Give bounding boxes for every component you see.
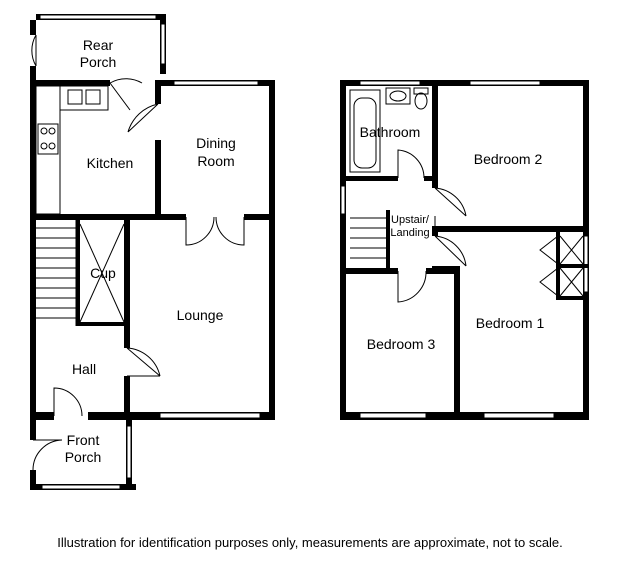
wall [30, 420, 36, 440]
wall [432, 232, 438, 236]
wall [340, 412, 589, 420]
wall [124, 220, 130, 326]
room-label-hall: Hall [72, 361, 96, 377]
window [359, 80, 421, 86]
door-swing [31, 34, 37, 67]
bath [349, 89, 381, 173]
wardrobe-cross [559, 267, 584, 297]
toilet [414, 92, 428, 110]
door-swing [215, 216, 245, 246]
window [39, 14, 157, 20]
stairs [36, 220, 77, 326]
wall [30, 80, 110, 86]
wall [155, 86, 161, 104]
room-label-landing: Upstair/ [391, 214, 430, 226]
room-label-landing: Landing [390, 227, 429, 239]
room-label-dining-room: Room [197, 153, 234, 169]
window [126, 425, 132, 479]
window [340, 185, 346, 215]
toilet [413, 87, 429, 95]
wall [88, 412, 126, 420]
disclaimer-text: Illustration for identification purposes… [57, 535, 563, 550]
window [469, 80, 541, 86]
door-swing [397, 270, 427, 303]
wall [36, 214, 186, 220]
wall [346, 176, 398, 181]
room-label-rear-porch: Rear [83, 37, 114, 53]
wall [30, 20, 36, 35]
bath [353, 97, 377, 169]
window [159, 412, 261, 419]
window [359, 412, 427, 419]
window [483, 412, 555, 419]
kitchen-worktop [59, 85, 109, 111]
wall [432, 178, 438, 188]
wall [76, 322, 130, 326]
wall [432, 86, 438, 178]
room-label-kitchen: Kitchen [87, 155, 134, 171]
kitchen-worktop [35, 85, 61, 215]
hob [37, 123, 59, 155]
room-label-cupboard: Cup [90, 265, 116, 281]
door-swing [126, 347, 161, 377]
hob-ring [40, 127, 48, 135]
first-floor: Bathroom Bedroom 2 Upstair/ Landing Bedr… [340, 80, 589, 420]
wall [340, 80, 346, 420]
cupboard-cross [79, 223, 125, 323]
wall [556, 296, 589, 300]
wall [454, 266, 460, 412]
wall [124, 376, 130, 412]
room-label-front-porch: Porch [65, 449, 102, 465]
door-swing [397, 149, 425, 179]
wall [432, 226, 589, 232]
ground-floor: Rear Porch Kitchen Dining Room Cup Loung… [30, 14, 275, 490]
door-swing [32, 439, 63, 471]
door-swing [539, 267, 559, 297]
door-swing [434, 235, 467, 267]
door-swing [53, 387, 83, 417]
wall [76, 220, 80, 326]
room-label-bedroom-2: Bedroom 2 [474, 151, 543, 167]
hob-ring [48, 127, 56, 135]
room-label-rear-porch: Porch [80, 54, 117, 70]
wall [155, 140, 161, 218]
wall [30, 66, 36, 86]
door-swing [539, 235, 559, 265]
wall [244, 214, 275, 220]
basin [385, 87, 411, 105]
basin [389, 90, 407, 102]
wall [30, 412, 54, 420]
room-label-dining-room: Dining [196, 135, 236, 151]
door-swing [434, 187, 467, 217]
room-label-lounge: Lounge [177, 307, 224, 323]
window [41, 484, 121, 490]
room-label-bedroom-3: Bedroom 3 [367, 336, 436, 352]
room-label-bedroom-1: Bedroom 1 [476, 315, 545, 331]
wardrobe-cross [559, 235, 584, 265]
hob-ring [40, 142, 48, 150]
window [173, 80, 259, 86]
window [160, 23, 166, 65]
sink [67, 89, 83, 105]
room-label-front-porch: Front [67, 432, 100, 448]
wall [426, 268, 460, 274]
wall [346, 268, 398, 274]
wall [424, 176, 438, 181]
door-swing [109, 78, 143, 111]
wall [340, 80, 589, 86]
wall [124, 326, 130, 348]
wall [30, 470, 36, 490]
hob-ring [48, 142, 56, 150]
room-label-bathroom: Bathroom [360, 124, 421, 140]
wall [556, 264, 589, 268]
sink [85, 89, 101, 105]
door-swing [127, 103, 159, 133]
stairs [350, 210, 390, 268]
wall [269, 80, 275, 420]
wall [30, 80, 36, 420]
door-swing [185, 216, 215, 246]
